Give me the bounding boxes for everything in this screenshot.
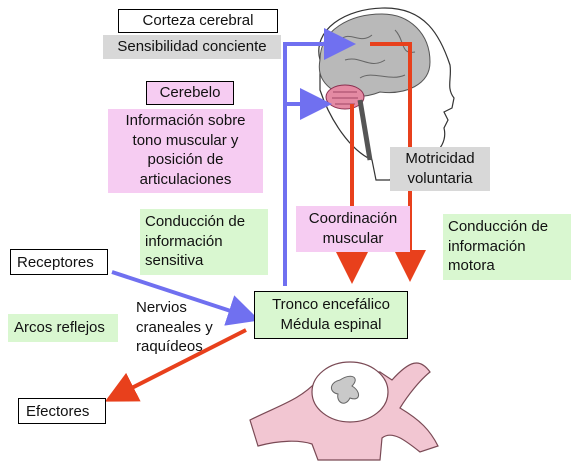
- muscle-coordination-box: Coordinación muscular: [296, 206, 410, 252]
- reflex-arcs-box: Arcos reflejos: [8, 314, 118, 342]
- spinal-cord-section-illustration: [249, 361, 439, 461]
- sensory-pathway-arrows: [111, 28, 356, 326]
- nerves-label: Nervios craneales y raquídeos: [136, 299, 213, 355]
- cerebellum-label: Cerebelo: [146, 81, 234, 105]
- sensory-conduction-box: Conducción de información sensitiva: [140, 209, 268, 275]
- brainstem-spinal-cord-box: Tronco encefálico Médula espinal: [254, 291, 408, 339]
- cerebellum-info-box: Información sobre tono muscular y posici…: [108, 109, 263, 193]
- motor-conduction-box: Conducción de información motora: [443, 214, 571, 280]
- cerebral-cortex-label: Corteza cerebral: [118, 9, 278, 33]
- conscious-sensitivity-label: Sensibilidad conciente: [103, 35, 281, 59]
- effectors-box: Efectores: [18, 398, 106, 424]
- voluntary-motor-box: Motricidad voluntaria: [390, 147, 490, 191]
- receptors-box: Receptores: [10, 249, 108, 275]
